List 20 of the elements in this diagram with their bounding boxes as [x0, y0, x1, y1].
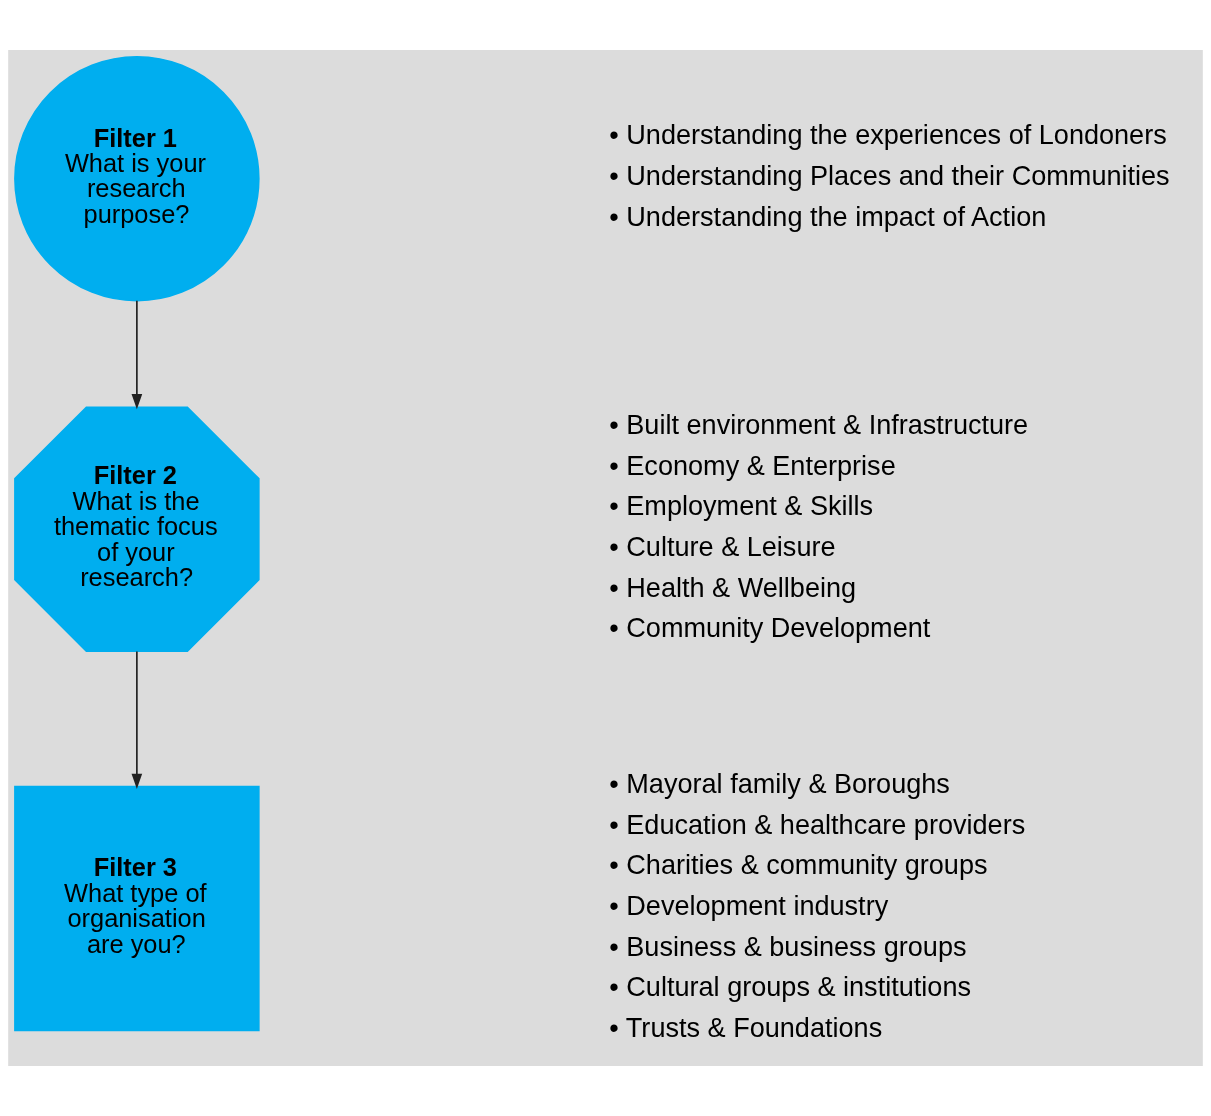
node-label: • Built environment & Infrastructure: [609, 409, 1029, 441]
node-label: • Cultural groups & institutions: [609, 971, 971, 1003]
node-label: • Health & Wellbeing: [609, 571, 857, 603]
node-label: • Charities & community groups: [609, 849, 988, 881]
node-circle: Filter 1 What is your research purpose?: [14, 55, 260, 302]
node-label: • Employment & Skills: [609, 490, 874, 522]
node-label: • Development industry: [609, 889, 889, 921]
node-label: • Economy & Enterprise: [609, 449, 896, 481]
node-box: Filter 3 What type of organisation are you?: [14, 785, 260, 1032]
node-label: • Understanding Places and their Communities: [609, 160, 1170, 192]
node-label: • Business & business groups: [609, 930, 967, 962]
arrow: [131, 650, 143, 789]
node-label: • Community Development: [609, 612, 931, 644]
node-label: • Culture & Leisure: [609, 530, 836, 562]
node-label: • Understanding the experiences of Londoners: [609, 119, 1167, 151]
node-label: • Mayoral family & Boroughs: [609, 768, 950, 800]
node-label: • Education & healthcare providers: [609, 808, 1026, 840]
node-label: • Understanding the impact of Action: [609, 200, 1047, 232]
node-label: • Trusts & Foundations: [609, 1011, 883, 1043]
arrow: [131, 299, 143, 410]
